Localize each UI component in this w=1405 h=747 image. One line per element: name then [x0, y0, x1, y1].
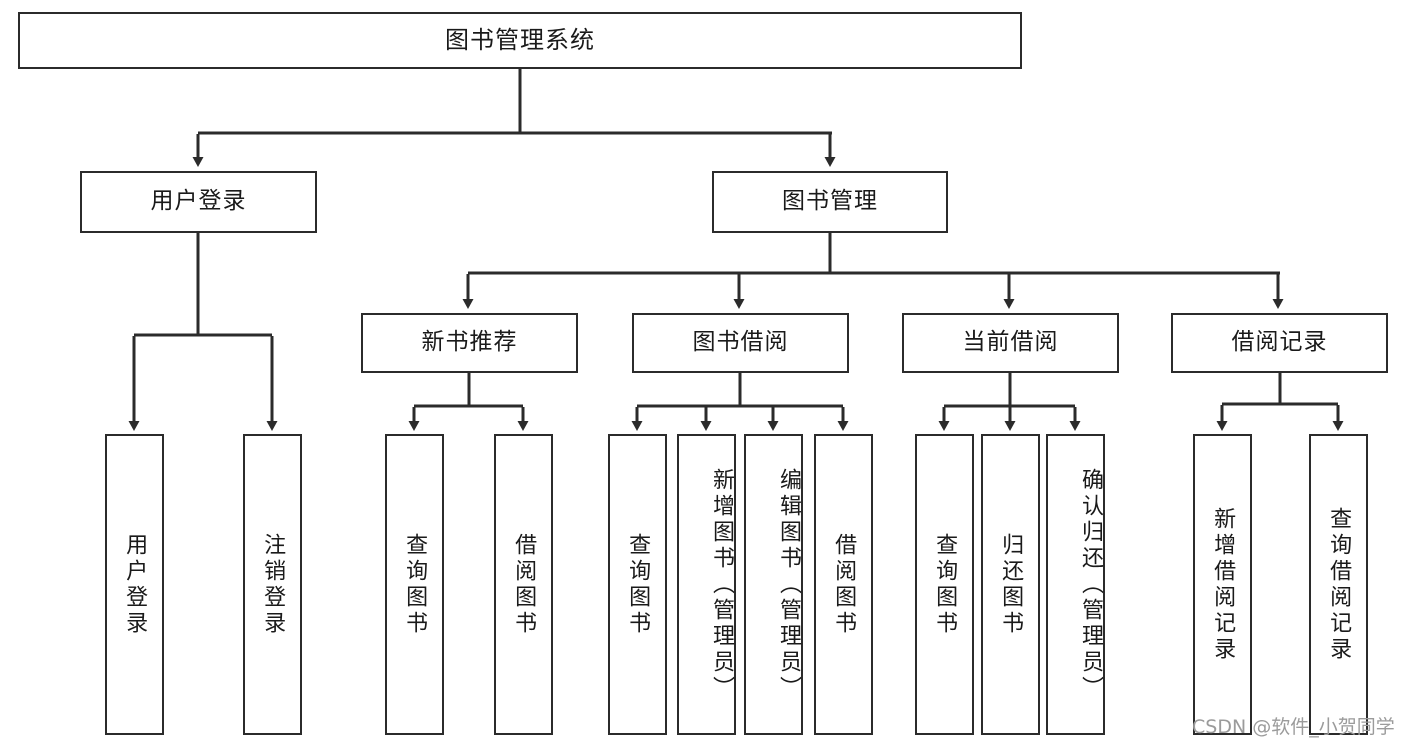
- node-book-borrow[interactable]: 图书借阅: [632, 313, 849, 373]
- leaf-add-borrow-record[interactable]: 新增借阅记录: [1193, 434, 1252, 735]
- node-label: 编辑图书（管理员）: [776, 467, 801, 702]
- node-label: 注销登录: [260, 532, 286, 637]
- leaf-add-book-admin[interactable]: 新增图书（管理员）: [677, 434, 736, 735]
- node-label: 借阅图书: [511, 532, 537, 637]
- leaf-user-login[interactable]: 用户登录: [105, 434, 164, 735]
- node-label: 新书推荐: [421, 329, 518, 356]
- node-label: 确认归还（管理员）: [1078, 467, 1103, 702]
- node-current-borrow[interactable]: 当前借阅: [902, 313, 1119, 373]
- node-label: 查询图书: [625, 532, 651, 637]
- leaf-query-borrow-record[interactable]: 查询借阅记录: [1309, 434, 1368, 735]
- leaf-confirm-return-admin[interactable]: 确认归还（管理员）: [1046, 434, 1105, 735]
- node-label: 新增借阅记录: [1210, 506, 1236, 663]
- leaf-borrow-book-borrow[interactable]: 借阅图书: [814, 434, 873, 735]
- node-label: 用户登录: [122, 532, 148, 637]
- leaf-query-book-borrow[interactable]: 查询图书: [608, 434, 667, 735]
- leaf-logout[interactable]: 注销登录: [243, 434, 302, 735]
- node-root-book-management-system[interactable]: 图书管理系统: [18, 12, 1022, 69]
- node-new-book-recommendation[interactable]: 新书推荐: [361, 313, 578, 373]
- leaf-return-book[interactable]: 归还图书: [981, 434, 1040, 735]
- leaf-borrow-book-recommendation[interactable]: 借阅图书: [494, 434, 553, 735]
- node-label: 归还图书: [998, 532, 1024, 637]
- node-label: 查询图书: [932, 532, 958, 637]
- csdn-watermark: CSDN @软件_小贺同学: [1192, 716, 1395, 738]
- leaf-edit-book-admin[interactable]: 编辑图书（管理员）: [744, 434, 803, 735]
- leaf-query-book-recommendation[interactable]: 查询图书: [385, 434, 444, 735]
- leaf-query-book-current[interactable]: 查询图书: [915, 434, 974, 735]
- node-label: 借阅图书: [831, 532, 857, 637]
- node-label: 当前借阅: [962, 329, 1059, 356]
- node-borrow-record[interactable]: 借阅记录: [1171, 313, 1388, 373]
- node-label: 查询图书: [402, 532, 428, 637]
- node-label: 新增图书（管理员）: [709, 467, 734, 702]
- node-label: 用户登录: [150, 188, 247, 215]
- node-label: 借阅记录: [1231, 329, 1328, 356]
- node-user-login[interactable]: 用户登录: [80, 171, 317, 233]
- node-label: 图书借阅: [692, 329, 789, 356]
- node-label: 图书管理系统: [445, 26, 595, 55]
- node-book-management[interactable]: 图书管理: [712, 171, 948, 233]
- node-label: 图书管理: [782, 188, 878, 215]
- node-label: 查询借阅记录: [1326, 506, 1352, 663]
